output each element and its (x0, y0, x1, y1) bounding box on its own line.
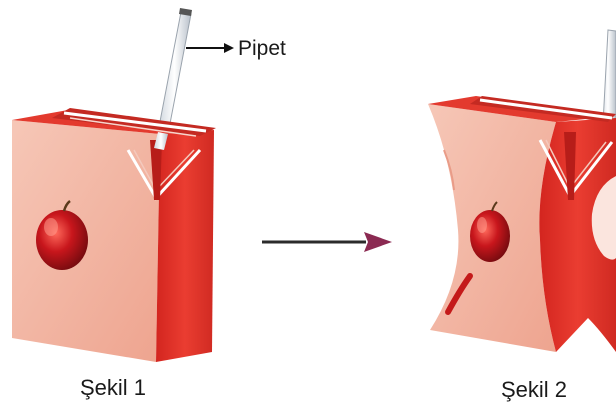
carton-1 (12, 8, 216, 362)
figure-2-caption: Şekil 2 (501, 377, 567, 403)
straw-label: Pipet (238, 37, 286, 61)
straw-label-arrow (186, 43, 234, 53)
process-arrow (262, 232, 392, 252)
straw-icon (158, 8, 192, 134)
figure-1-caption: Şekil 1 (80, 375, 146, 401)
carton-2 (428, 30, 616, 352)
